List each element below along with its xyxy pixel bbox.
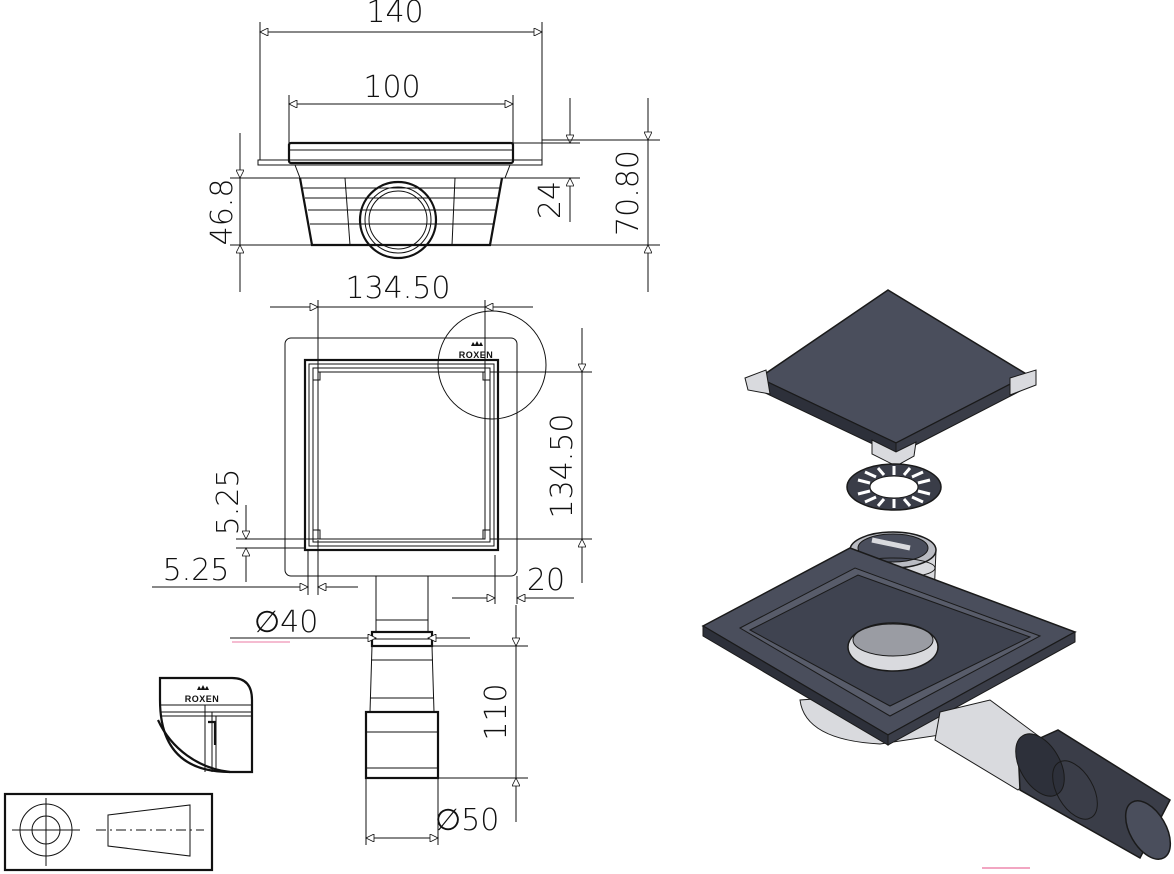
brand-logo-detail: ROXEN bbox=[185, 694, 220, 704]
crown-icon bbox=[471, 341, 483, 346]
strainer-ring bbox=[846, 463, 942, 511]
drain-tray bbox=[701, 547, 1077, 746]
pipe-side-view bbox=[364, 575, 440, 780]
dim-5-25-h: 5.25 bbox=[152, 540, 358, 595]
dim-text-46-8: 46.8 bbox=[205, 179, 240, 246]
dim-text-20: 20 bbox=[527, 563, 565, 598]
dim-text-5-25-v: 5.25 bbox=[211, 469, 246, 536]
plan-view: ROXEN bbox=[284, 310, 547, 577]
dim-text-134-50-v: 134.50 bbox=[545, 414, 580, 519]
dim-110: 110 bbox=[432, 605, 528, 822]
dim-text-100: 100 bbox=[363, 70, 420, 105]
dim-5-25-v: 5.25 bbox=[211, 469, 318, 582]
dim-134-50-h: 134.50 bbox=[270, 271, 533, 372]
grate-cover bbox=[744, 289, 1037, 467]
dim-text-134-50-h: 134.50 bbox=[346, 271, 451, 306]
detail-inset: ROXEN bbox=[157, 676, 254, 774]
dim-text-dia-50: ∅50 bbox=[435, 803, 499, 838]
crown-icon bbox=[197, 685, 209, 690]
outlet-pipe bbox=[934, 699, 1172, 860]
front-view bbox=[257, 141, 543, 260]
dim-100: 100 bbox=[289, 70, 513, 143]
exploded-3d-view bbox=[701, 289, 1172, 869]
dim-text-dia-40: ∅40 bbox=[254, 605, 318, 640]
dim-24: 24 bbox=[505, 98, 580, 222]
dim-70-80: 70.80 bbox=[490, 98, 660, 292]
brand-logo-plan: ROXEN bbox=[459, 350, 494, 360]
dim-dia-40: ∅40 bbox=[230, 605, 470, 643]
dim-text-70-80: 70.80 bbox=[611, 150, 646, 236]
dim-134-50-v: 134.50 bbox=[490, 328, 592, 583]
dim-text-140: 140 bbox=[366, 0, 423, 30]
dim-text-110: 110 bbox=[479, 683, 514, 740]
dim-46-8: 46.8 bbox=[205, 133, 312, 292]
dim-text-5-25-h: 5.25 bbox=[163, 553, 230, 588]
dim-text-24: 24 bbox=[533, 181, 568, 219]
projection-symbol bbox=[3, 792, 214, 872]
dim-140: 140 bbox=[260, 0, 542, 160]
dim-dia-50: ∅50 bbox=[366, 778, 499, 845]
dim-20: 20 bbox=[452, 555, 574, 604]
